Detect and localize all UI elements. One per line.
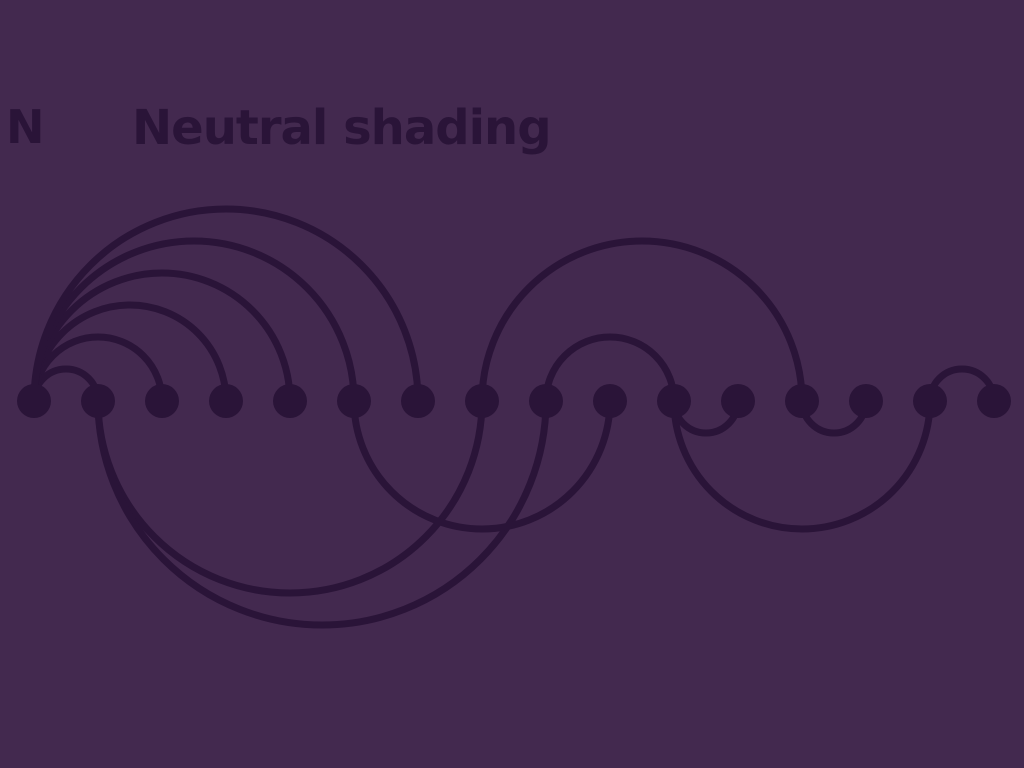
node-14 bbox=[913, 384, 947, 418]
arc-below-1-7 bbox=[94, 397, 486, 597]
node-8 bbox=[529, 384, 563, 418]
node-4 bbox=[273, 384, 307, 418]
node-6 bbox=[401, 384, 435, 418]
arc-below-1-8 bbox=[94, 397, 550, 629]
node-1 bbox=[81, 384, 115, 418]
node-5 bbox=[337, 384, 371, 418]
node-0 bbox=[17, 384, 51, 418]
section-letter: N bbox=[6, 100, 44, 154]
node-13 bbox=[849, 384, 883, 418]
node-11 bbox=[721, 384, 755, 418]
arc-above-0-6 bbox=[30, 205, 422, 405]
arc-above-7-12 bbox=[478, 237, 806, 405]
node-3 bbox=[209, 384, 243, 418]
node-15 bbox=[977, 384, 1011, 418]
node-9 bbox=[593, 384, 627, 418]
arcs-layer bbox=[30, 205, 998, 629]
arc-below-5-9 bbox=[350, 397, 614, 533]
nodes-layer bbox=[17, 384, 1011, 418]
node-7 bbox=[465, 384, 499, 418]
arc-above-8-10 bbox=[542, 333, 678, 405]
node-12 bbox=[785, 384, 819, 418]
arc-below-10-14 bbox=[670, 397, 934, 533]
diagram-title: Neutral shading bbox=[132, 100, 552, 156]
node-10 bbox=[657, 384, 691, 418]
node-2 bbox=[145, 384, 179, 418]
